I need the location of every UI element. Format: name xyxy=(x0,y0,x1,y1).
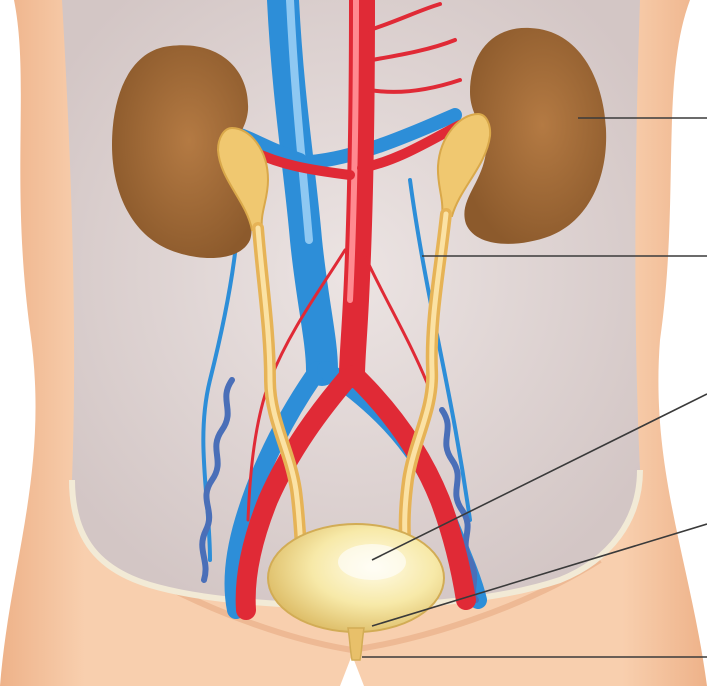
bladder-highlight xyxy=(338,544,406,580)
urinary-bladder xyxy=(268,524,444,632)
